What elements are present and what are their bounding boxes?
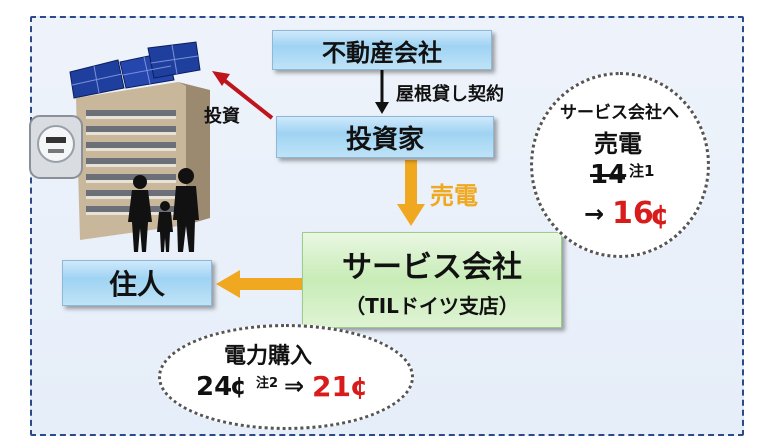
- node-service-company: サービス会社 （TILドイツ支店）: [302, 232, 562, 328]
- building-illustration: [29, 41, 210, 252]
- node-real-estate: 不動産会社: [272, 30, 492, 70]
- service-company-name: サービス会社: [342, 249, 522, 285]
- solar-panels: [69, 41, 201, 99]
- callout-sell-old-price: 14: [590, 160, 627, 190]
- callout-buy-old-price: 24: [196, 372, 233, 402]
- investment-arrow: [212, 71, 274, 120]
- callout-buy-old-unit: ¢: [230, 372, 247, 400]
- callout-sell-note: 注1: [629, 162, 655, 180]
- lease-arrow: [375, 70, 389, 114]
- node-investor: 投資家: [276, 116, 494, 158]
- callout-buy-new-unit: ¢: [350, 372, 369, 402]
- family-silhouette-icon: [128, 168, 199, 252]
- edge-power-sale-label: 売電: [430, 182, 478, 210]
- callout-buy-note: 注2: [256, 376, 279, 391]
- callout-sell-arrow: →: [584, 200, 605, 228]
- callout-sell-heading: サービス会社へ: [560, 103, 679, 123]
- node-resident: 住人: [62, 260, 212, 306]
- supply-arrow: [216, 270, 302, 298]
- edge-roof-lease-label: 屋根貸し契約: [396, 84, 504, 105]
- power-sale-arrow: [397, 160, 425, 226]
- callout-power-sale: [530, 72, 710, 258]
- callout-sell-unit: ¢: [650, 198, 670, 231]
- edge-investment-label: 投資: [204, 106, 240, 127]
- callout-sell-title: 売電: [594, 130, 642, 158]
- callout-buy-new-price: 21: [312, 370, 351, 403]
- electric-meter-icon: [29, 115, 83, 179]
- callout-buy-title: 電力購入: [224, 344, 313, 369]
- service-company-branch: （TILドイツ支店）: [345, 293, 519, 318]
- callout-buy-arrow: ⇒: [284, 372, 305, 400]
- callout-power-purchase: [158, 324, 414, 430]
- callout-sell-new-price: 16: [612, 196, 654, 231]
